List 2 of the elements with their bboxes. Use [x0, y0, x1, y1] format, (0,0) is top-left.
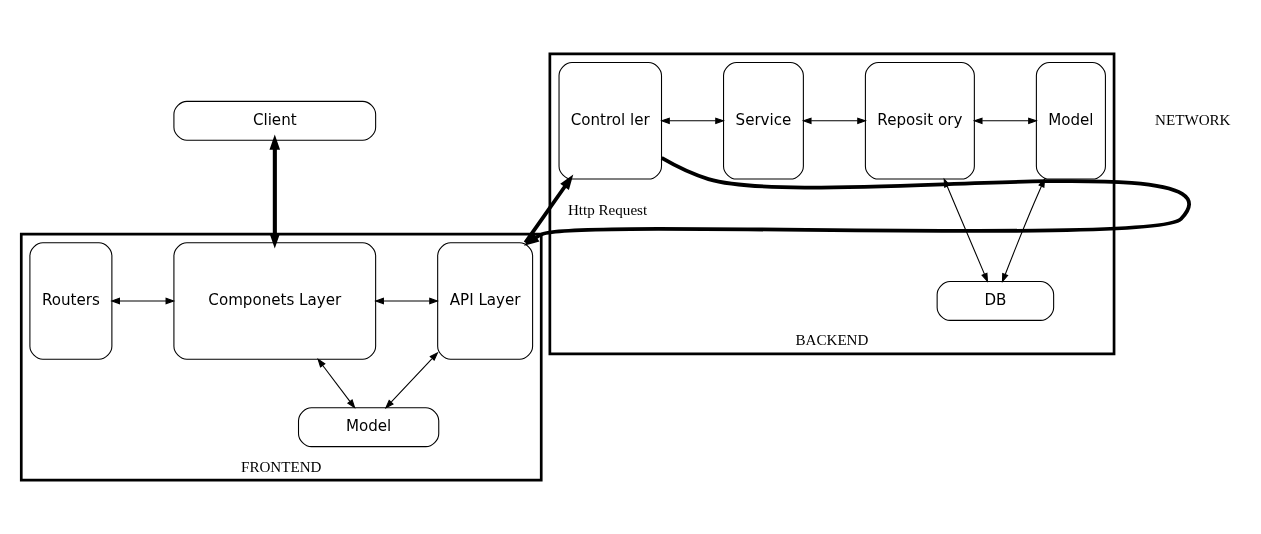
label: NETWORK — [1155, 111, 1231, 128]
edge-label: Http Request — [567, 201, 648, 218]
